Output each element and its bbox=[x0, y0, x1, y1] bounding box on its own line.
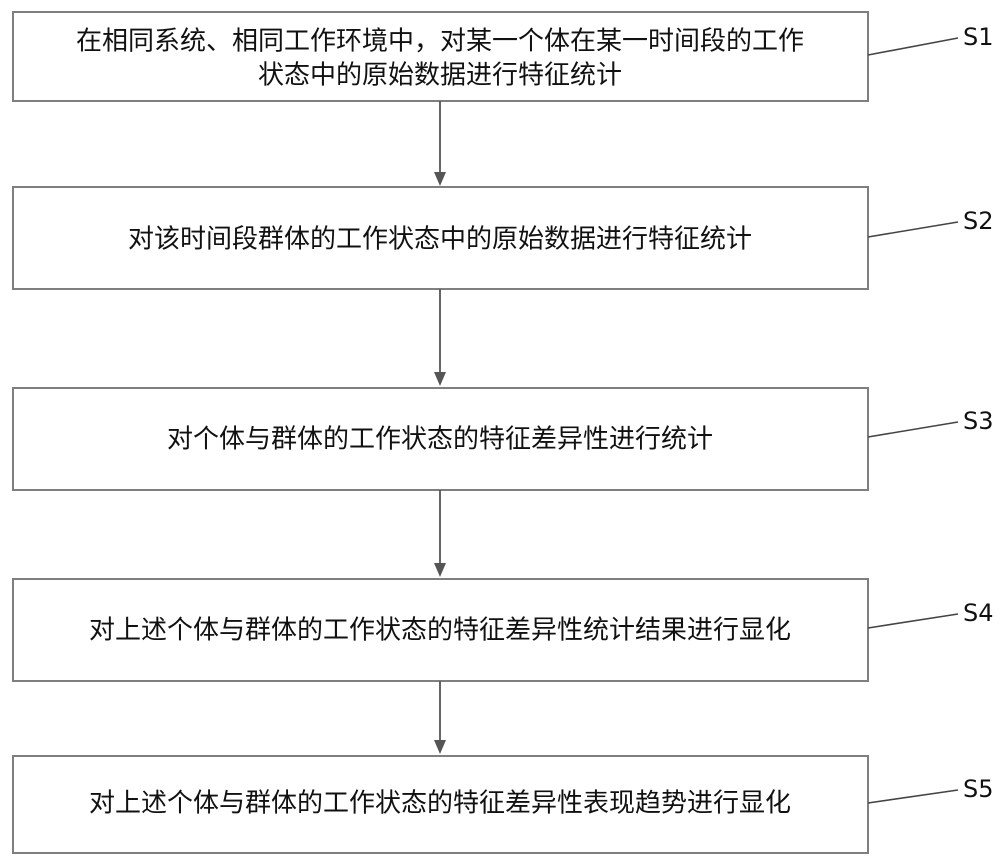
step-3-leader-line bbox=[867, 421, 959, 438]
step-1-leader-line bbox=[867, 37, 959, 56]
arrow-step-2-to-3 bbox=[434, 289, 446, 386]
step-3: 对个体与群体的工作状态的特征差异性进行统计 S3 bbox=[12, 387, 994, 491]
step-4-box bbox=[12, 578, 869, 682]
step-4-text: 对上述个体与群体的工作状态的特征差异性统计结果进行显化 bbox=[89, 616, 791, 646]
arrow-step-4-to-5 bbox=[434, 681, 446, 754]
step-5-text: 对上述个体与群体的工作状态的特征差异性表现趋势进行显化 bbox=[89, 789, 791, 819]
arrow-step-3-to-4 bbox=[434, 490, 446, 577]
step-1: 在相同系统、相同工作环境中，对某一个体在某一时间段的工作 状态中的原始数据进行特… bbox=[12, 11, 994, 102]
step-4-label: S4 bbox=[963, 599, 994, 627]
step-2-text: 对该时间段群体的工作状态中的原始数据进行特征统计 bbox=[128, 225, 752, 255]
step-3-label: S3 bbox=[963, 407, 994, 435]
step-5: 对上述个体与群体的工作状态的特征差异性表现趋势进行显化 S5 bbox=[12, 755, 994, 854]
step-5-label: S5 bbox=[963, 775, 994, 803]
step-3-box bbox=[12, 387, 869, 491]
step-2-label: S2 bbox=[963, 207, 994, 235]
step-2-leader-line bbox=[867, 221, 959, 238]
step-1-box bbox=[12, 11, 869, 102]
step-5-box bbox=[12, 755, 869, 854]
step-4-leader-line bbox=[867, 613, 959, 629]
arrow-step-1-to-2 bbox=[434, 101, 446, 186]
step-3-text: 对个体与群体的工作状态的特征差异性进行统计 bbox=[167, 425, 713, 455]
step-2: 对该时间段群体的工作状态中的原始数据进行特征统计 S2 bbox=[12, 186, 994, 290]
step-4: 对上述个体与群体的工作状态的特征差异性统计结果进行显化 S4 bbox=[12, 578, 994, 682]
step-1-text-line-2: 状态中的原始数据进行特征统计 bbox=[258, 61, 622, 91]
step-5-leader-line bbox=[867, 789, 959, 804]
step-1-text-line-1: 在相同系统、相同工作环境中，对某一个体在某一时间段的工作 bbox=[76, 27, 804, 57]
step-2-box bbox=[12, 186, 869, 290]
step-1-label: S1 bbox=[963, 23, 994, 51]
